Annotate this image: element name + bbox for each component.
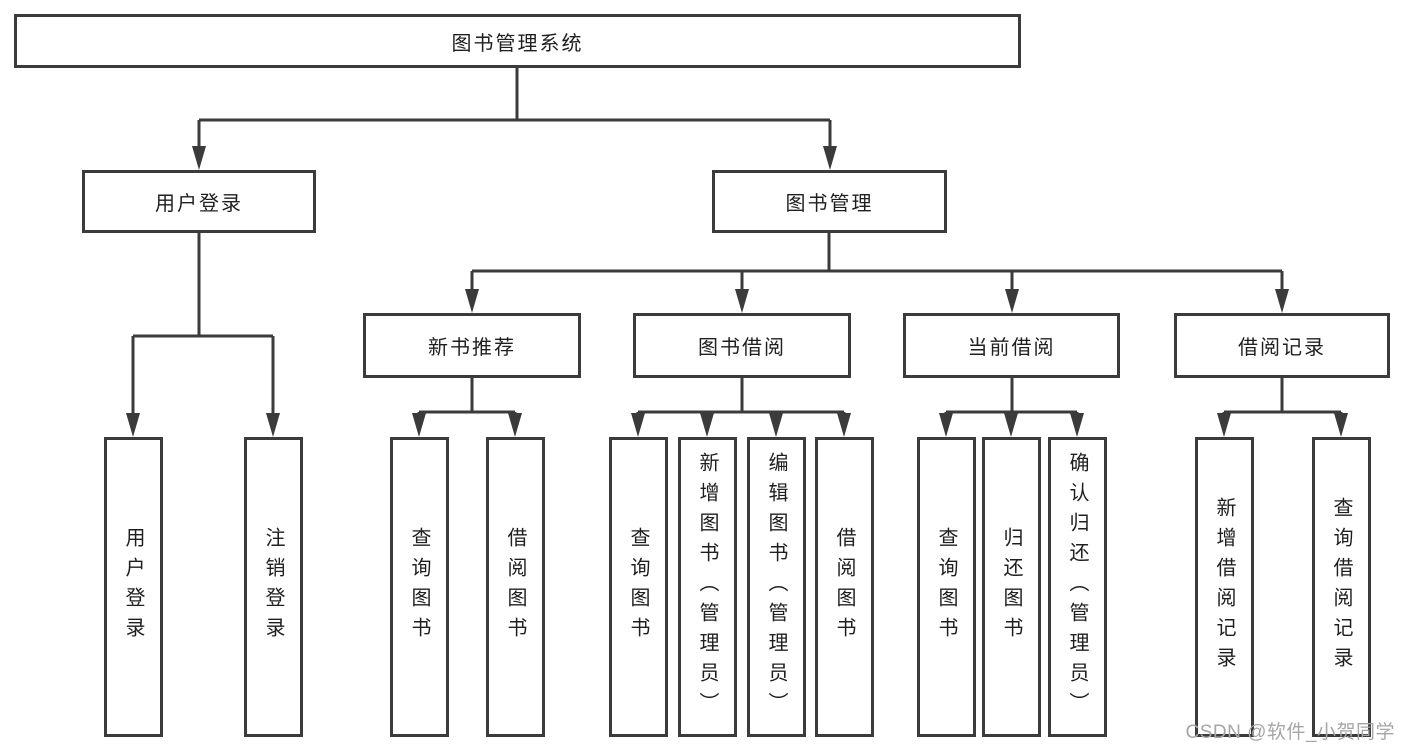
node-user-login: 用户登录: [82, 170, 316, 233]
leaf-recommend-borrow-books: 借阅图书: [486, 437, 545, 737]
node-new-book-recommendation: 新书推荐: [363, 313, 581, 378]
leaf-borrowing-query-books: 查询图书: [609, 437, 668, 737]
leaf-current-query-books: 查询图书: [917, 437, 976, 737]
leaf-user-login: 用户登录: [104, 437, 163, 737]
leaf-current-confirm-return-admin: 确认归还（管理员）: [1048, 437, 1107, 737]
leaf-current-return-books: 归还图书: [982, 437, 1041, 737]
leaf-logout-login: 注销登录: [244, 437, 303, 737]
node-book-borrowing: 图书借阅: [633, 313, 851, 378]
leaf-recommend-query-books: 查询图书: [390, 437, 449, 737]
csdn-watermark: CSDN @软件_小贺同学: [1185, 722, 1395, 743]
node-library-management-system: 图书管理系统: [14, 14, 1021, 68]
node-book-management: 图书管理: [712, 170, 947, 233]
leaf-records-add-borrow-record: 新增借阅记录: [1195, 437, 1254, 737]
arrowhead-icons: [126, 146, 1348, 437]
node-borrowing-records: 借阅记录: [1174, 313, 1390, 378]
node-current-borrowing: 当前借阅: [903, 313, 1120, 378]
leaf-borrowing-edit-books-admin: 编辑图书（管理员）: [747, 437, 806, 737]
leaf-borrowing-add-books-admin: 新增图书（管理员）: [678, 437, 737, 737]
leaf-records-query-borrow-record: 查询借阅记录: [1312, 437, 1371, 737]
leaf-borrowing-borrow-books: 借阅图书: [815, 437, 874, 737]
